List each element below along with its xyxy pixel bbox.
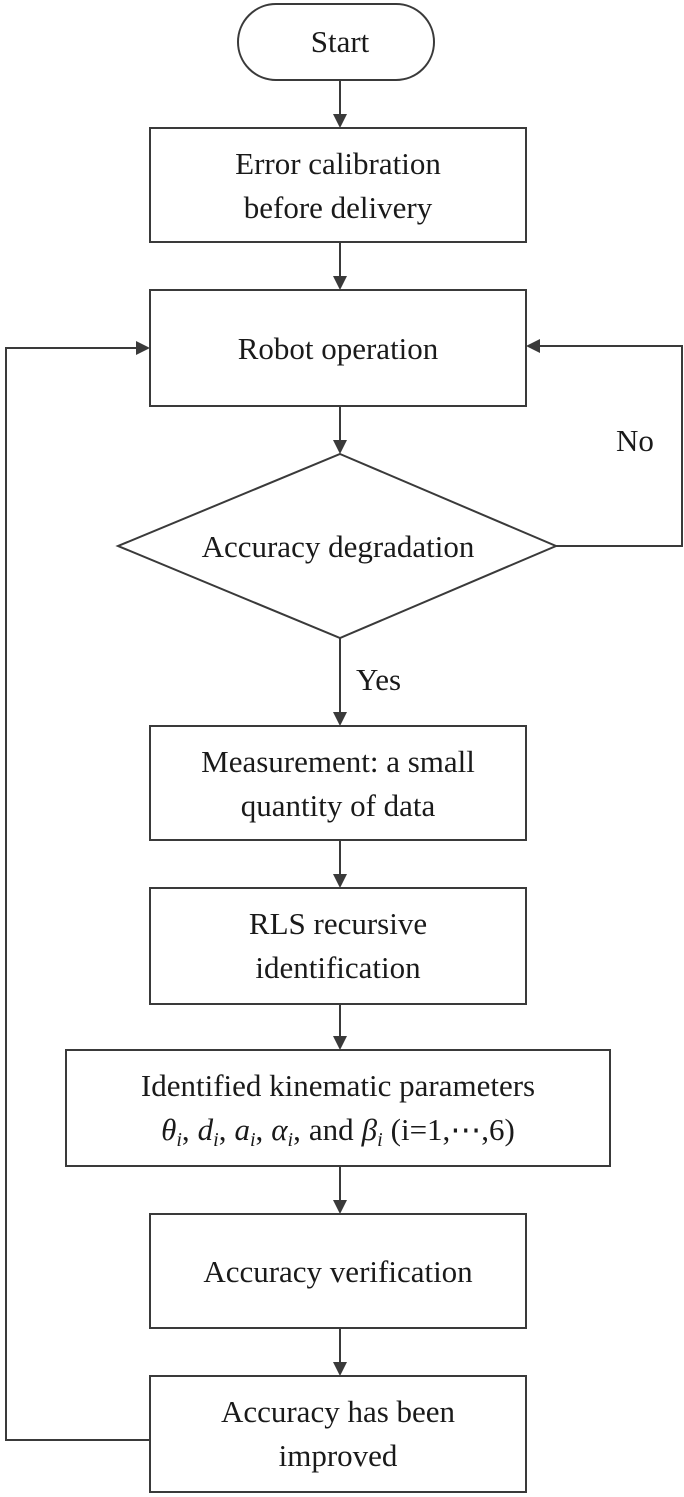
and-word: and [309, 1112, 354, 1147]
accuracy-verification-label: Accuracy verification [203, 1254, 473, 1289]
beta-symbol: β [361, 1112, 378, 1147]
accuracy-improved-line-2: improved [279, 1438, 398, 1473]
measurement-line-1: Measurement: a small [201, 744, 475, 779]
accuracy-verification-box [149, 1213, 527, 1329]
arrowhead [526, 339, 540, 353]
edge-feedback-loop [5, 347, 150, 1441]
d-symbol: d [198, 1112, 214, 1147]
measurement-line-2: quantity of data [241, 788, 436, 823]
edge-no-loop [540, 345, 683, 547]
arrowhead [333, 440, 347, 454]
arrowhead [333, 712, 347, 726]
arrowhead [333, 874, 347, 888]
arrowhead [136, 341, 150, 355]
no-label: No [616, 423, 654, 458]
a-subscript: i [250, 1129, 256, 1151]
theta-symbol: θ [161, 1112, 176, 1147]
index-range: (i=1,⋯,6) [391, 1112, 515, 1147]
error-calibration-line-1: Error calibration [235, 146, 441, 181]
rls-line-2: identification [255, 950, 421, 985]
accuracy-improved-box [149, 1375, 527, 1493]
robot-operation-label: Robot operation [238, 331, 439, 366]
rls-identification-box [149, 887, 527, 1005]
arrowhead [333, 1362, 347, 1376]
error-calibration-line-2: before delivery [244, 190, 433, 225]
theta-subscript: i [176, 1129, 182, 1151]
alpha-symbol: α [271, 1112, 288, 1147]
arrowhead [333, 276, 347, 290]
alpha-subscript: i [288, 1129, 294, 1151]
rls-line-1: RLS recursive [249, 906, 427, 941]
arrowhead [333, 1036, 347, 1050]
yes-label: Yes [356, 662, 401, 697]
identified-parameters-box [65, 1049, 611, 1167]
accuracy-improved-line-1: Accuracy has been [221, 1394, 456, 1429]
separator: , [219, 1112, 227, 1147]
d-subscript: i [213, 1129, 219, 1151]
error-calibration-box [149, 127, 527, 243]
arrowhead [333, 114, 347, 128]
separator: , [182, 1112, 190, 1147]
start-label: Start [311, 24, 370, 59]
separator: , [293, 1112, 301, 1147]
identified-parameters-title: Identified kinematic parameters [141, 1068, 535, 1103]
arrowhead [333, 1200, 347, 1214]
separator: , [256, 1112, 264, 1147]
a-symbol: a [234, 1112, 250, 1147]
beta-subscript: i [377, 1129, 383, 1151]
accuracy-degradation-label: Accuracy degradation [202, 529, 475, 564]
measurement-box [149, 725, 527, 841]
start-terminator [237, 3, 435, 81]
